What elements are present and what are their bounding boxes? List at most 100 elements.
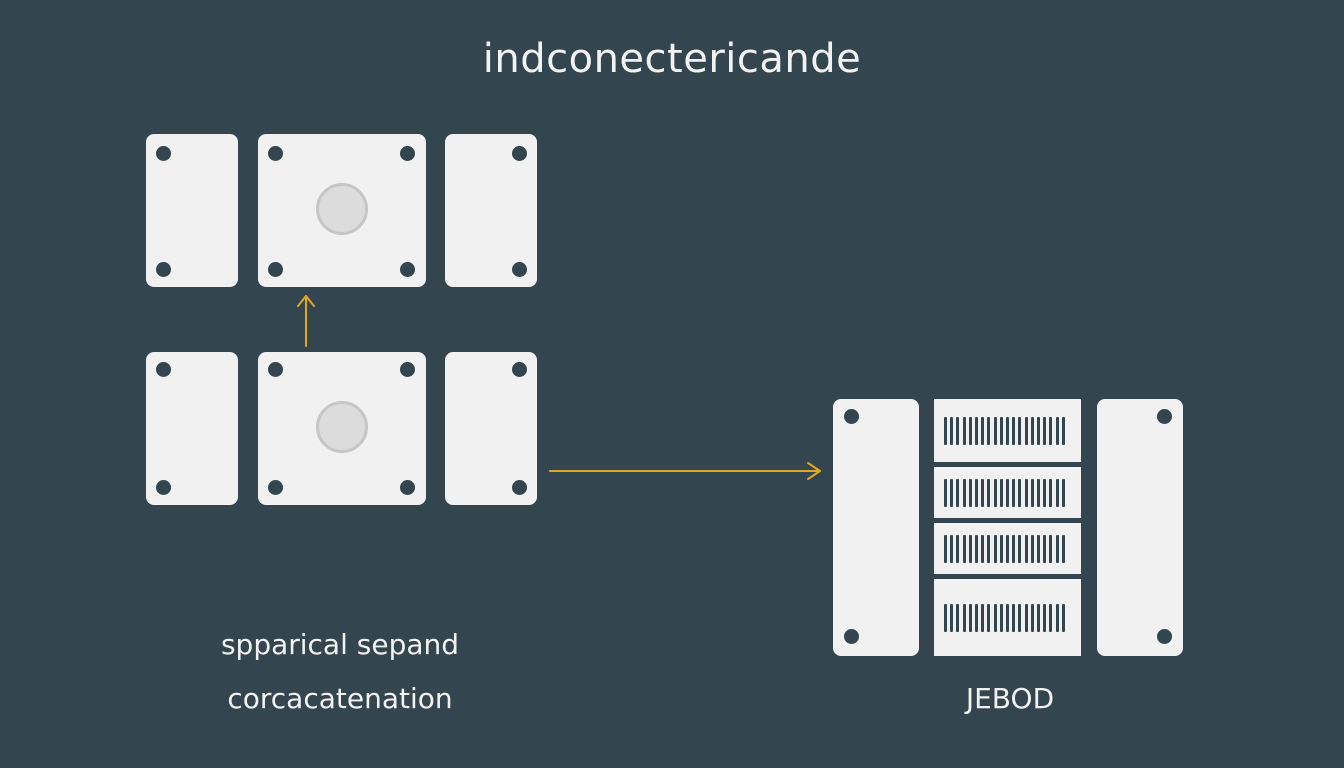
jbod-drive-bays <box>934 399 1081 656</box>
vent-slot <box>1024 416 1028 445</box>
screw-hole <box>1157 409 1172 424</box>
vent-slot <box>993 416 997 445</box>
vent-slot <box>950 416 954 445</box>
vent-slot <box>1006 478 1009 507</box>
screw-hole <box>268 146 283 161</box>
vent-slot <box>1018 478 1022 507</box>
vent-slot <box>1043 534 1047 563</box>
drive-bay <box>934 579 1081 656</box>
screw-hole <box>268 262 283 277</box>
screw-hole <box>400 146 415 161</box>
screw-hole <box>268 480 283 495</box>
vent-slot <box>1055 603 1059 632</box>
top-left-side-panel <box>146 134 238 287</box>
screw-hole <box>512 262 527 277</box>
vent-slot <box>950 478 954 507</box>
vent-slot <box>1006 603 1009 632</box>
vent-slot <box>1043 416 1047 445</box>
vent-slot <box>981 603 985 632</box>
vent-slot <box>950 534 954 563</box>
vent-slot <box>968 534 972 563</box>
vent-slot <box>975 416 978 445</box>
vent-slot <box>1049 478 1053 507</box>
screw-hole <box>844 409 859 424</box>
vent-slot <box>1037 603 1040 632</box>
vent-slot <box>944 416 947 445</box>
vent-slot <box>999 416 1003 445</box>
vent-slot <box>993 534 997 563</box>
vent-slot <box>1030 603 1034 632</box>
left-label-line2: corcacatenation <box>227 682 453 715</box>
bottom-center-module <box>258 352 426 505</box>
vent-slot <box>944 534 947 563</box>
vent-slot <box>1055 416 1059 445</box>
screw-hole <box>512 362 527 377</box>
screw-hole <box>400 262 415 277</box>
vent-slot <box>1018 603 1022 632</box>
vent-slot <box>987 416 991 445</box>
screw-hole <box>512 146 527 161</box>
vent-slot <box>1049 416 1053 445</box>
screw-hole <box>268 362 283 377</box>
vent-slot <box>956 534 960 563</box>
vent-slot <box>950 603 954 632</box>
right-arrow <box>549 462 821 480</box>
vent-slot <box>993 478 997 507</box>
vent-slot <box>987 603 991 632</box>
vent-slot <box>1049 534 1053 563</box>
jbod-right-panel <box>1097 399 1183 656</box>
vent-slot <box>1006 416 1009 445</box>
vent-slot <box>975 603 978 632</box>
jbod-left-panel <box>833 399 919 656</box>
vent-slot <box>1037 534 1040 563</box>
left-label-line1: spparical sepand <box>220 628 460 661</box>
bottom-left-side-panel <box>146 352 238 505</box>
vent-slot <box>1024 478 1028 507</box>
vent-slot <box>1012 416 1016 445</box>
vent-slot <box>1061 534 1065 563</box>
drive-bay <box>934 399 1081 462</box>
vent-slot <box>962 416 966 445</box>
vent-slot <box>1055 478 1059 507</box>
vent-slot <box>956 478 960 507</box>
vent-slot <box>975 478 978 507</box>
screw-hole <box>156 262 171 277</box>
vent-slot <box>962 478 966 507</box>
vent-slot <box>956 416 960 445</box>
jbod-label: JEBOD <box>965 682 1055 715</box>
vent-slot <box>999 603 1003 632</box>
vent-slot <box>1037 478 1040 507</box>
vent-slot <box>1012 478 1016 507</box>
vent-slot <box>1061 416 1065 445</box>
vent-slot <box>1061 603 1065 632</box>
vent-slot <box>981 416 985 445</box>
vent-slot <box>987 534 991 563</box>
vent-slot <box>993 603 997 632</box>
vent-slot <box>1061 478 1065 507</box>
vent-slot <box>1024 603 1028 632</box>
vent-slot <box>1043 478 1047 507</box>
screw-hole <box>1157 629 1172 644</box>
up-arrow <box>297 295 315 347</box>
screw-hole <box>400 362 415 377</box>
vent-slot <box>1012 603 1016 632</box>
vent-slot <box>981 534 985 563</box>
vent-slot <box>968 478 972 507</box>
vent-slot <box>968 416 972 445</box>
disk-knob <box>316 183 368 235</box>
vent-slot <box>1018 416 1022 445</box>
disk-knob <box>316 401 368 453</box>
vent-slot <box>944 478 947 507</box>
vent-slot <box>1030 416 1034 445</box>
vent-slot <box>1018 534 1022 563</box>
vent-slot <box>1043 603 1047 632</box>
vent-slot <box>968 603 972 632</box>
vent-slot <box>981 478 985 507</box>
top-right-side-panel <box>445 134 537 287</box>
vent-slot <box>1030 534 1034 563</box>
screw-hole <box>156 146 171 161</box>
vent-slot <box>956 603 960 632</box>
bottom-right-side-panel <box>445 352 537 505</box>
vent-slot <box>1049 603 1053 632</box>
